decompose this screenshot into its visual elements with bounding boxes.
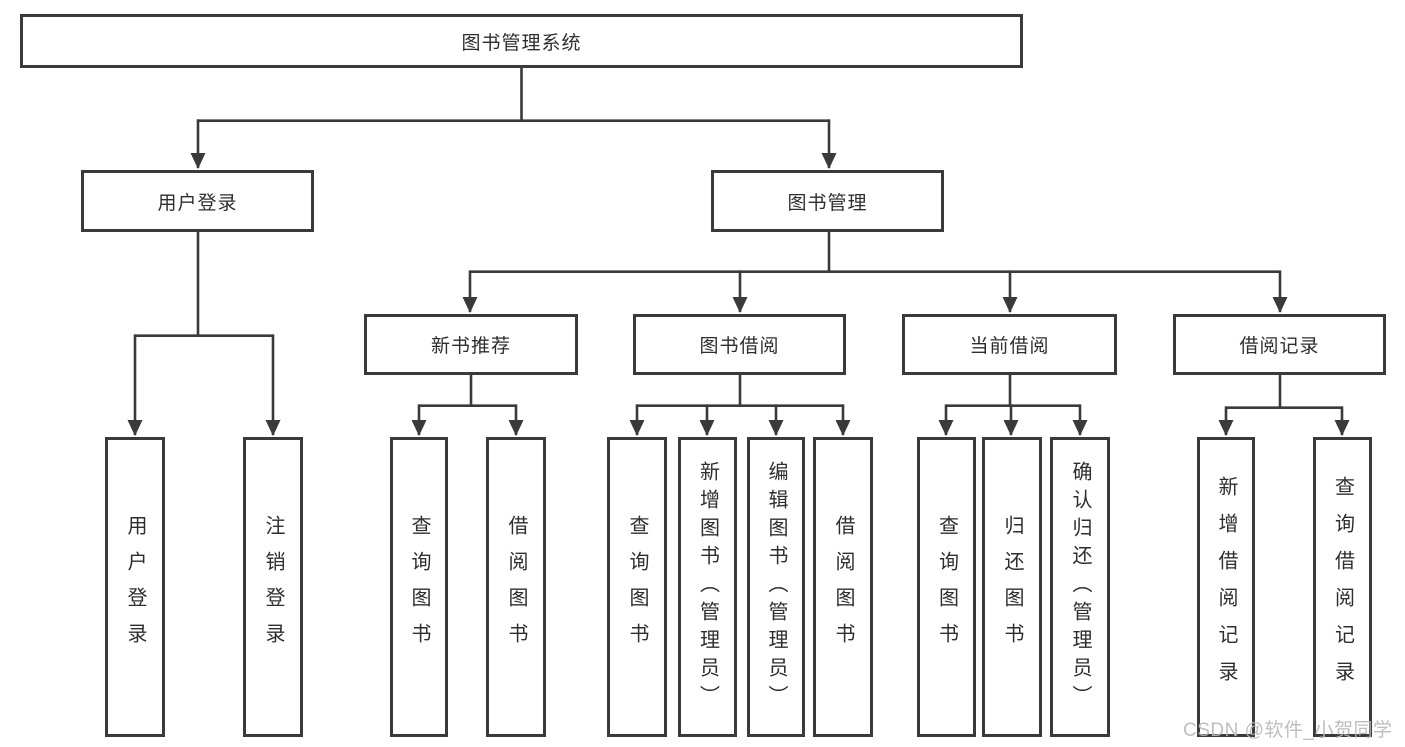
connector-bus-book-borrowing (637, 373, 843, 407)
connector-bus-book-management (470, 230, 1280, 273)
node-br-add-record-label: 新增借阅记录 (1215, 476, 1237, 698)
node-logout-label: 注销登录 (262, 515, 284, 659)
node-borrowing-records: 借阅记录 (1173, 314, 1386, 375)
node-bb-add-books-label: 新增图书（管理员） (696, 461, 719, 713)
node-new-book-recommend: 新书推荐 (364, 314, 578, 375)
connector-bus-user-login-branch (135, 230, 273, 337)
node-cb-query-books: 查询图书 (917, 437, 976, 737)
node-book-borrowing-label: 图书借阅 (699, 336, 780, 357)
node-borrowing-records-label: 借阅记录 (1239, 336, 1320, 357)
node-root: 图书管理系统 (20, 14, 1023, 68)
node-bb-edit-books: 编辑图书（管理员） (747, 437, 805, 737)
node-br-add-record: 新增借阅记录 (1197, 437, 1255, 737)
node-user-login: 用户登录 (105, 437, 165, 737)
node-user-login-label: 用户登录 (124, 515, 146, 659)
connector-bus-root (198, 68, 829, 122)
node-root-label: 图书管理系统 (461, 32, 582, 54)
node-user-login-branch: 用户登录 (81, 170, 314, 232)
node-cb-return-books-label: 归还图书 (1001, 515, 1023, 659)
node-current-borrowing: 当前借阅 (902, 314, 1117, 375)
node-book-management: 图书管理 (711, 170, 944, 232)
connector-bus-new-book-recommend (419, 373, 516, 407)
node-bb-query-books: 查询图书 (607, 437, 667, 737)
node-book-management-label: 图书管理 (787, 192, 868, 214)
node-new-book-recommend-label: 新书推荐 (430, 336, 511, 357)
node-bb-borrow-books: 借阅图书 (813, 437, 873, 737)
node-nbr-query-books-label: 查询图书 (408, 515, 430, 659)
node-br-query-record-label: 查询借阅记录 (1331, 476, 1354, 698)
node-cb-confirm-return-label: 确认归还（管理员） (1069, 461, 1091, 713)
node-bb-edit-books-label: 编辑图书（管理员） (765, 461, 787, 713)
node-logout: 注销登录 (243, 437, 303, 737)
node-bb-borrow-books-label: 借阅图书 (832, 515, 854, 659)
node-nbr-borrow-books-label: 借阅图书 (505, 515, 527, 659)
node-cb-query-books-label: 查询图书 (935, 515, 958, 659)
node-nbr-query-books: 查询图书 (390, 437, 448, 737)
node-current-borrowing-label: 当前借阅 (969, 336, 1050, 357)
node-bb-add-books: 新增图书（管理员） (678, 437, 737, 737)
node-br-query-record: 查询借阅记录 (1313, 437, 1372, 737)
node-book-borrowing: 图书借阅 (633, 314, 846, 375)
node-nbr-borrow-books: 借阅图书 (486, 437, 546, 737)
node-cb-return-books: 归还图书 (982, 437, 1042, 737)
node-cb-confirm-return: 确认归还（管理员） (1050, 437, 1110, 737)
node-user-login-branch-label: 用户登录 (157, 192, 238, 214)
watermark: CSDN @软件_小贺同学 (1183, 720, 1393, 741)
connector-bus-borrowing-records (1226, 373, 1342, 409)
node-bb-query-books-label: 查询图书 (626, 515, 648, 659)
connector-bus-current-borrowing (946, 373, 1080, 407)
